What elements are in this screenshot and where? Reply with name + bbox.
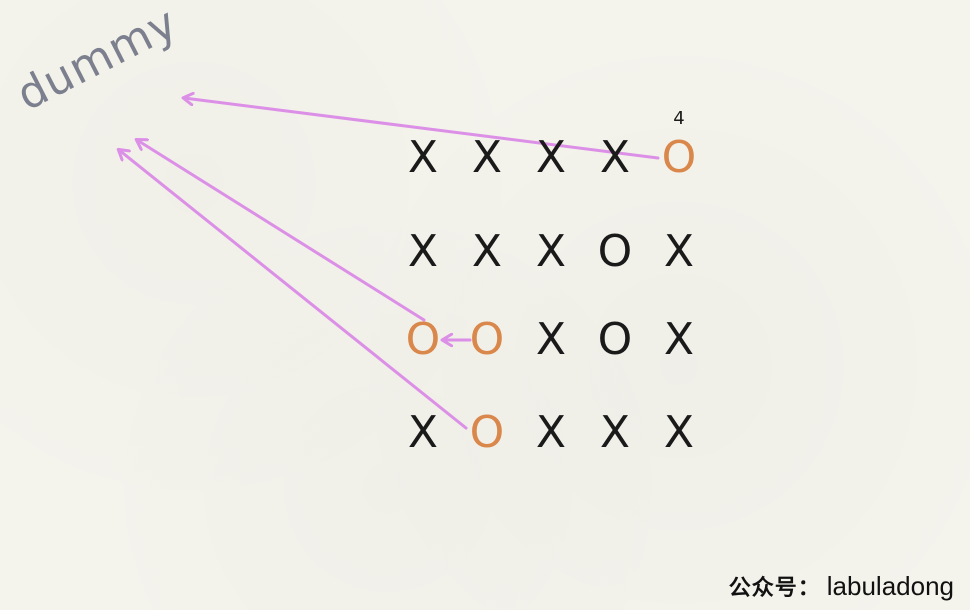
board-cell-r3-c2: X [535,407,567,458]
board-cell-r2-c0: O [405,314,441,365]
board-cell-r2-c3: O [597,314,633,365]
board-cell-r1-c0: X [407,226,439,277]
board-cell-r3-c1: O [469,407,505,458]
board-cell-r0-c1: X [471,132,503,183]
board-cell-r1-c3: O [597,226,633,277]
board-cell-r0-c0: X [407,132,439,183]
board-cell-r0-c4: O [661,132,697,183]
watermark-mark: 公众号： [728,575,821,601]
board-cell-r0-c3: X [599,132,631,183]
arrow-o-2-0-to-dummy [137,140,426,322]
board-cell-r1-c1: X [471,226,503,277]
cell-annotation: 4 [673,108,685,129]
board-cell-r3-c4: X [663,407,695,458]
watermark: 公众号： labuladong [729,570,954,602]
board-cell-r2-c1: O [469,314,505,365]
board-cell-r1-c2: X [535,226,567,277]
arrow-o-3-1-to-dummy [119,150,468,430]
board-cell-r0-c2: X [535,132,567,183]
board-cell-r3-c0: X [407,407,439,458]
board-cell-r2-c2: X [535,314,567,365]
board-cell-r1-c4: X [663,226,695,277]
arrow-o-0-4-to-dummy [184,98,660,160]
watermark-name: labuladong [826,570,954,601]
board-cell-r3-c3: X [599,407,631,458]
board-cell-r2-c4: X [663,314,695,365]
